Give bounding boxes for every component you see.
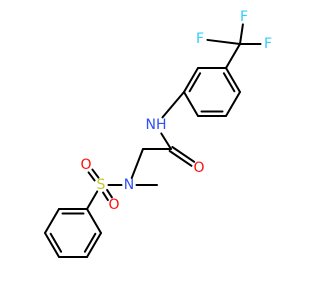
bond-Ca5-NH bbox=[161, 91, 185, 119]
atom-label-nh: NH bbox=[146, 117, 167, 133]
bond-NH-Cco bbox=[160, 132, 172, 150]
atom-label-os1: O bbox=[80, 157, 91, 173]
atom-label-os2: O bbox=[108, 197, 119, 213]
bond-Cb3-Cb4 bbox=[44, 232, 60, 258]
bond-Ca1-Ca2 bbox=[225, 67, 241, 93]
bond-S-Os1-b bbox=[87, 171, 96, 182]
bond-S-Os2-b bbox=[106, 188, 113, 199]
bond-Cco-Oco-a bbox=[168, 149, 193, 167]
atom-label-f2: F bbox=[240, 9, 248, 25]
bond-Ccf3-F3 bbox=[206, 38, 241, 45]
bond-Ca1-Ca2-inner bbox=[222, 72, 236, 93]
bond-S-Os2-a bbox=[102, 191, 109, 202]
bond-S-Cb1 bbox=[86, 190, 99, 210]
bond-Cch2-Ns bbox=[130, 148, 144, 180]
bond-layer bbox=[44, 23, 262, 258]
bond-Cb3-Cb4-inner bbox=[49, 232, 63, 253]
atom-label-oco: O bbox=[193, 160, 204, 176]
bond-Cb5-Cb6-inner bbox=[83, 232, 97, 253]
atom-label-f1: F bbox=[264, 36, 272, 52]
atom-label-f3: F bbox=[196, 31, 204, 47]
bond-Ca5-Ca6-inner bbox=[188, 72, 202, 93]
atom-label-ns: N bbox=[124, 177, 134, 193]
bond-Ca4-Ca5 bbox=[183, 91, 199, 117]
bond-Cb6-Cb1 bbox=[86, 208, 102, 234]
bond-Ca2-Ca3 bbox=[225, 91, 241, 117]
bond-Ccf3-Ca1 bbox=[225, 43, 241, 69]
bond-Ccf3-F2 bbox=[239, 23, 244, 45]
atom-label-s: S bbox=[97, 177, 106, 193]
bond-Cb2-Cb3 bbox=[44, 208, 60, 234]
bond-Cb5-Cb6 bbox=[86, 232, 102, 258]
bond-S-Os1-a bbox=[91, 168, 100, 179]
bond-Ca5-Ca6 bbox=[183, 67, 199, 93]
bond-Cco-Oco-b bbox=[171, 146, 196, 163]
